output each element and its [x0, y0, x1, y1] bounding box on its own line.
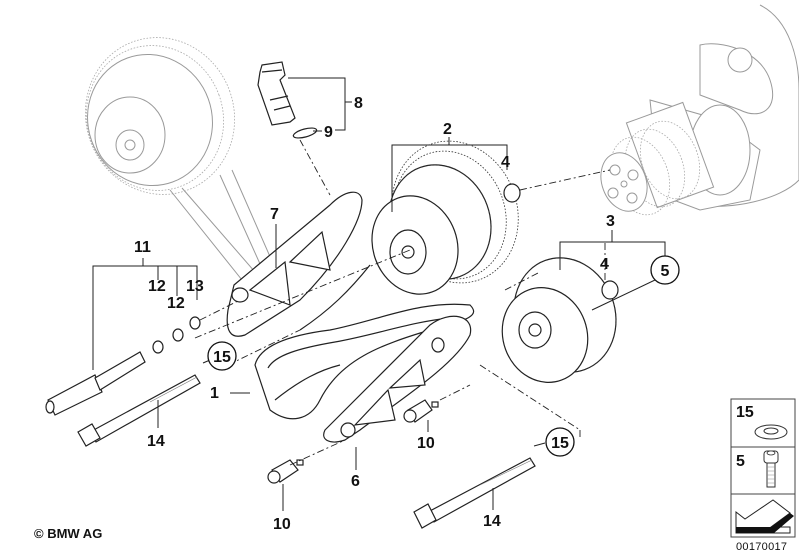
- callout-15-circled[interactable]: 15: [207, 341, 237, 371]
- callout-12[interactable]: 12: [167, 295, 185, 312]
- callout-10[interactable]: 10: [417, 435, 435, 452]
- copyright-notice: © BMW AG: [34, 526, 103, 541]
- legend-label-15: 15: [736, 404, 754, 421]
- legend-label-5: 5: [736, 453, 745, 470]
- guide-rail-upper: [226, 191, 363, 337]
- callout-4[interactable]: 4: [501, 154, 510, 171]
- callout-11[interactable]: 11: [134, 239, 151, 256]
- callout-14[interactable]: 14: [147, 433, 165, 450]
- callout-15: 15: [213, 349, 231, 366]
- camshaft-sprocket-2: [371, 140, 521, 295]
- document-id: 00170017: [736, 541, 788, 553]
- pin-10-lower: [267, 459, 304, 484]
- socket-head-bolt-icon: [763, 450, 779, 488]
- direction-arrow-icon[interactable]: [735, 499, 794, 534]
- camshaft-sprocket-3: [501, 257, 619, 383]
- upper-camshaft-sprocket: [84, 37, 276, 291]
- bolt-14-right: [413, 457, 536, 529]
- callout-13[interactable]: 13: [186, 278, 204, 295]
- legend-panel: 15 5: [730, 398, 796, 538]
- callout-7[interactable]: 7: [270, 206, 279, 223]
- timing-chain: [254, 264, 475, 420]
- callout-12[interactable]: 12: [148, 278, 166, 295]
- plunger-11: [45, 316, 201, 416]
- callout-9[interactable]: 9: [324, 124, 333, 141]
- leader-lines: [92, 77, 666, 511]
- callout-15-circled[interactable]: 15: [545, 427, 575, 457]
- callout-4[interactable]: 4: [600, 256, 609, 273]
- callout-3[interactable]: 3: [606, 213, 615, 230]
- callout-10[interactable]: 10: [273, 516, 291, 533]
- guide-rail-lower: [323, 315, 472, 443]
- callout-8[interactable]: 8: [354, 95, 363, 112]
- callout-15: 15: [551, 435, 569, 452]
- chain-tensioner: [257, 61, 331, 196]
- legend-item-bolt[interactable]: 5: [736, 450, 779, 488]
- crankshaft: [600, 4, 799, 216]
- callout-5-circled[interactable]: 5: [650, 255, 680, 285]
- legend-item-washer[interactable]: 15: [736, 404, 788, 440]
- callout-2[interactable]: 2: [443, 121, 452, 138]
- callout-5: 5: [661, 263, 670, 280]
- washer-icon: [754, 424, 788, 440]
- pin-10-upper: [403, 399, 439, 423]
- callout-14[interactable]: 14: [483, 513, 501, 530]
- bolt-14-left: [77, 374, 201, 447]
- callout-1[interactable]: 1: [210, 385, 219, 402]
- callout-6[interactable]: 6: [351, 473, 360, 490]
- callout-labels: 1 2 3 4 4 5 6 7 8 9 10 10 11 12 12 13 14…: [134, 95, 680, 533]
